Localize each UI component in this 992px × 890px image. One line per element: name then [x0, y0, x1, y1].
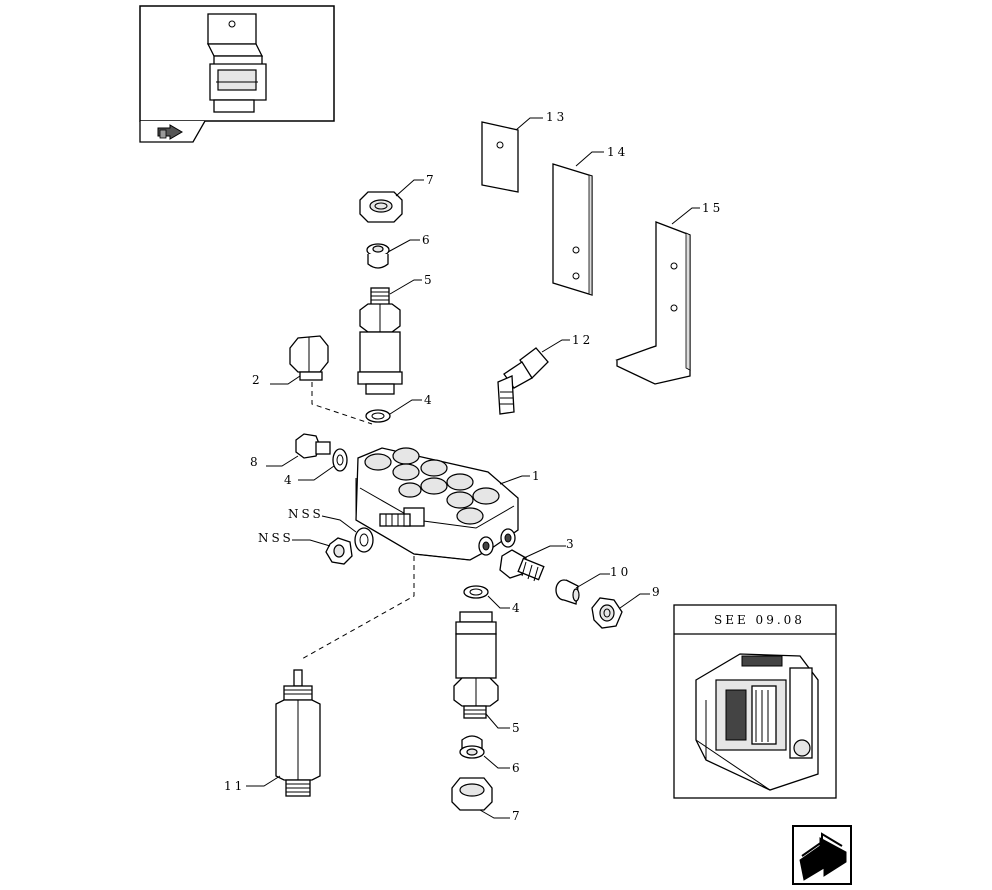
callout-4-left: 4: [284, 473, 295, 487]
callout-nss-lower: NSS: [258, 531, 294, 545]
nss-lock-washer: [321, 515, 374, 553]
part-15-bracket: [615, 207, 700, 385]
part-9-nut: [591, 593, 650, 629]
see-reference-label: SEE 09.08: [714, 613, 805, 627]
callout-6-upper: 6: [422, 233, 433, 247]
callout-15: 15: [702, 201, 723, 215]
callout-1: 1: [532, 469, 543, 483]
part-14-bar: [552, 151, 604, 296]
callout-7-upper: 7: [426, 173, 437, 187]
location-thumbnail[interactable]: [139, 5, 335, 143]
callout-4-lower: 4: [512, 601, 523, 615]
callout-10: 10: [610, 565, 631, 579]
callout-5-upper: 5: [424, 273, 435, 287]
threaded-stud: [379, 513, 411, 527]
next-page-arrow-icon: [799, 832, 847, 881]
part-12-elbow-fitting: [497, 339, 570, 415]
part-4-washer-lower: [463, 585, 510, 609]
callout-nss-upper: NSS: [288, 507, 324, 521]
part-8-plug: [266, 433, 331, 467]
callout-5-lower: 5: [512, 721, 523, 735]
callout-6-lower: 6: [512, 761, 523, 775]
part-10-olive: [555, 573, 610, 605]
callout-14: 14: [607, 145, 628, 159]
callout-13: 13: [546, 110, 567, 124]
machine-overview-icon: [695, 653, 819, 791]
callout-4-upper: 4: [424, 393, 435, 407]
callout-9: 9: [652, 585, 663, 599]
part-7-nut-upper: [359, 179, 424, 223]
see-reference-box[interactable]: SEE 09.08: [673, 604, 837, 799]
part-5-adapter-lower: [453, 611, 510, 729]
part-3-fitting: [499, 545, 566, 582]
part-6-olive-upper: [366, 239, 420, 269]
parts-location-thumbnail-icon: [206, 13, 267, 113]
part-7-nut-lower: [451, 777, 510, 819]
part-1-manifold-block: [355, 447, 530, 561]
callout-7-lower: 7: [512, 809, 523, 823]
part-4-washer-left: [298, 448, 348, 481]
part-13-plate: [481, 117, 543, 193]
callout-2: 2: [252, 373, 263, 387]
callout-12: 12: [572, 333, 593, 347]
callout-11: 11: [224, 779, 245, 793]
part-4-washer-upper: [365, 399, 422, 423]
part-11-sensor: [246, 669, 321, 797]
part-5-adapter-upper: [357, 279, 422, 395]
part-2-plug: [270, 335, 329, 385]
part-6-olive-lower: [459, 735, 510, 769]
callout-8: 8: [250, 455, 261, 469]
nss-nut: [292, 537, 353, 565]
next-page-button[interactable]: [792, 825, 852, 885]
navigation-arrow-icon[interactable]: [157, 124, 183, 140]
callout-3: 3: [566, 537, 577, 551]
